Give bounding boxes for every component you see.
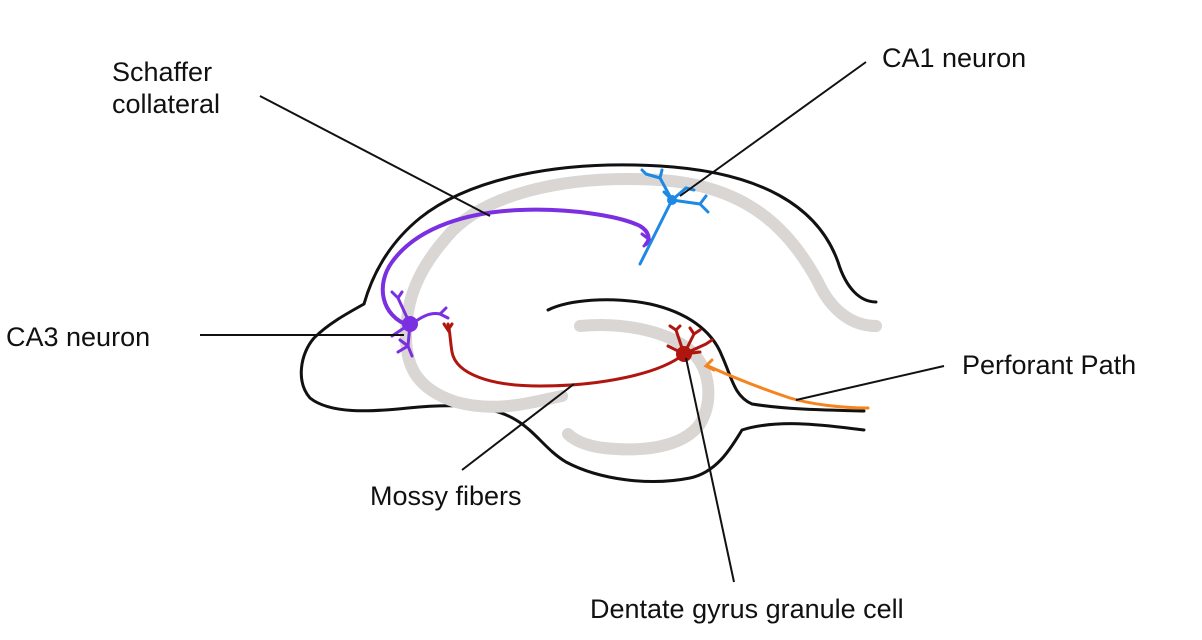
mossy-fibers-label: Mossy fibers — [370, 481, 522, 511]
perforant-path-terminal — [703, 358, 716, 372]
perforant-leader-line — [795, 365, 945, 401]
ca3-mossy-branch — [410, 306, 450, 326]
hippocampus-outline — [299, 163, 878, 483]
ca1-neuron-label: CA1 neuron — [882, 43, 1027, 73]
schaffer-terminal — [640, 232, 653, 248]
dentate-gyrus-outline — [546, 298, 866, 413]
dentate-granule-cell-dendrites — [666, 324, 714, 356]
schaffer-collateral-axon — [380, 207, 651, 328]
perforant-path-axon — [706, 364, 870, 410]
mossy-leader-line — [461, 383, 575, 471]
ca3-neuron-dendrites — [390, 290, 414, 358]
mossy-fibers-terminal — [442, 322, 454, 333]
leader-lines — [200, 61, 945, 583]
schaffer-label-line2: collateral — [112, 89, 221, 119]
mossy-fibers-axon — [446, 322, 686, 388]
schaffer-collateral-label: Schaffer collateral — [112, 56, 220, 120]
schaffer-label-line1: Schaffer — [112, 57, 213, 87]
schaffer-leader-line — [259, 95, 491, 217]
dentate-gyrus-cell-layer — [562, 319, 715, 456]
ca3-neuron-label: CA3 neuron — [6, 322, 151, 352]
ca1-leader-line — [679, 61, 867, 197]
dentate-granule-cell-label: Dentate gyrus granule cell — [590, 594, 904, 624]
dentate-leader-line — [685, 357, 735, 583]
perforant-path-label: Perforant Path — [962, 350, 1137, 380]
